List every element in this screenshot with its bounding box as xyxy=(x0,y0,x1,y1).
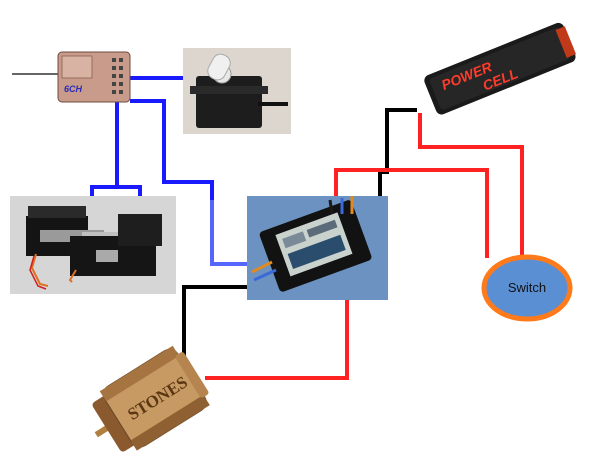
receiver-pins xyxy=(112,58,123,94)
battery-pack: POWER CELL xyxy=(424,22,577,115)
positive-wire-esc xyxy=(334,168,489,258)
wires xyxy=(90,76,524,380)
positive-wire-switch xyxy=(418,113,524,258)
switch-body xyxy=(481,254,573,322)
negative-wire-motor xyxy=(182,285,247,368)
esc xyxy=(247,196,388,300)
signal-wire-retract-bus xyxy=(90,185,142,196)
signal-wire-esc-light xyxy=(210,200,247,266)
motor: STONES xyxy=(92,345,210,452)
receiver: 6CH xyxy=(12,51,131,103)
positive-wire-motor xyxy=(205,300,349,380)
servo xyxy=(183,48,291,134)
switch-label: Switch xyxy=(508,280,546,295)
receiver-label: 6CH xyxy=(64,84,83,94)
retract-units xyxy=(10,196,176,294)
switch[interactable]: Switch xyxy=(481,254,573,322)
negative-wire-battery xyxy=(378,108,417,198)
